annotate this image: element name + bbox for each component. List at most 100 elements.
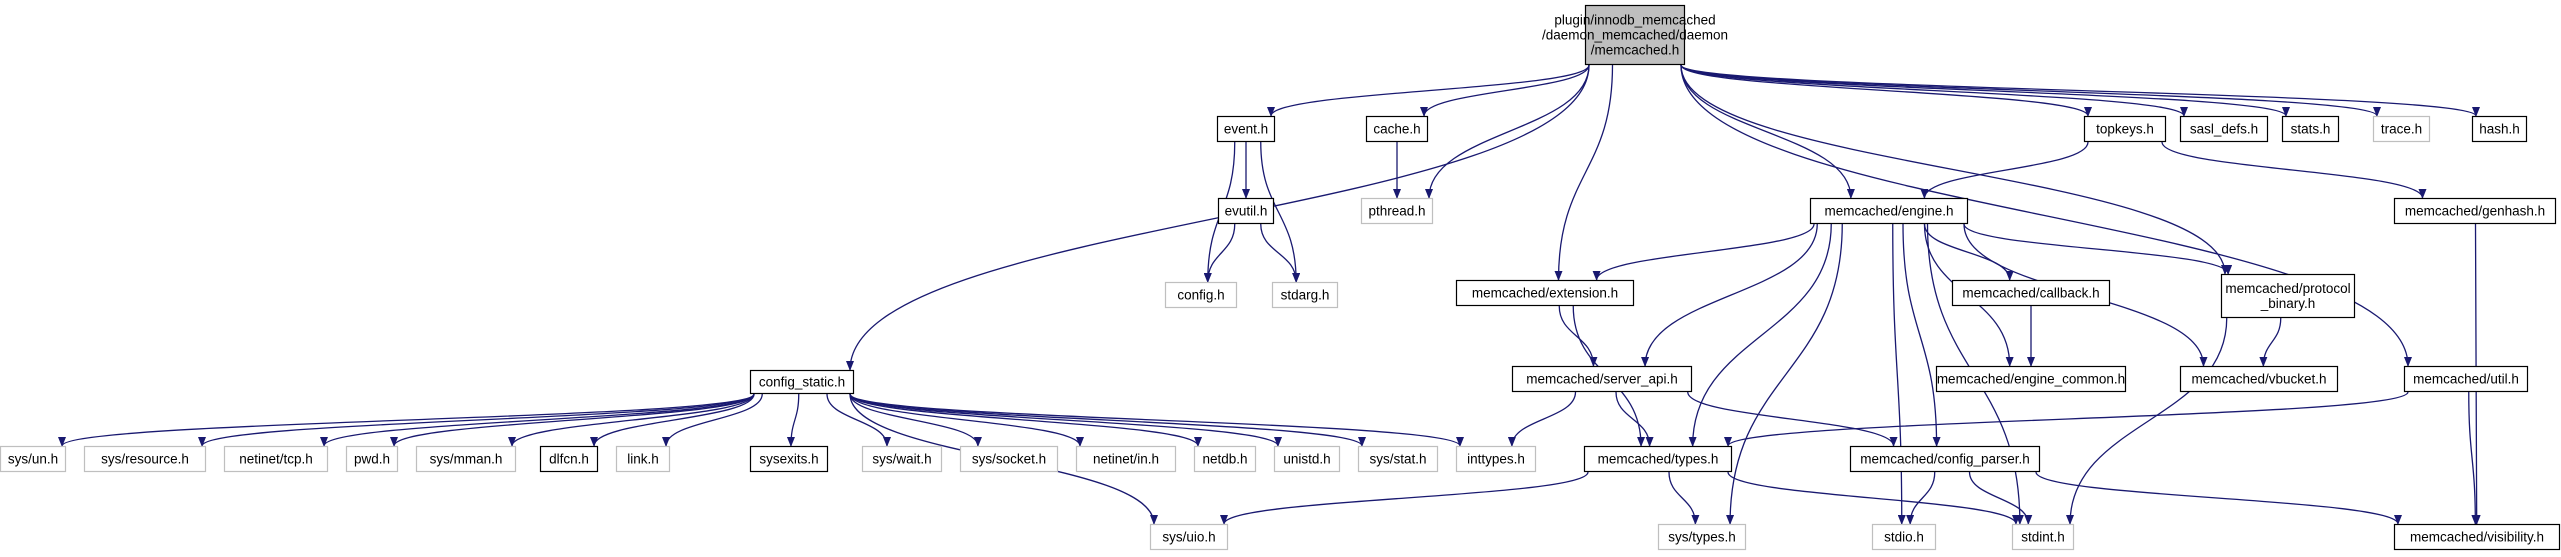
node-box <box>539 445 599 473</box>
node-sys-socket: sys/socket.h <box>959 445 1059 473</box>
node-box <box>1271 281 1339 309</box>
node-topkeys[interactable]: topkeys.h <box>2083 115 2167 143</box>
node-box <box>1273 445 1341 473</box>
node-box <box>1951 279 2111 307</box>
node-box <box>83 445 207 473</box>
node-box <box>1216 115 1276 143</box>
edge-topkeys-to-genhash <box>2161 141 2427 199</box>
edge-types-to-sys_types <box>1668 471 1700 525</box>
node-label: sys/mman.h <box>430 452 503 467</box>
node-label: /daemon_memcached/daemon <box>1542 28 1728 43</box>
node-label: plugin/innodb_memcached <box>1554 13 1715 28</box>
node-util[interactable]: memcached/util.h <box>2403 365 2529 393</box>
node-box <box>2393 197 2557 225</box>
node-label: sys/wait.h <box>872 452 931 467</box>
node-label: pthread.h <box>1368 204 1425 219</box>
edge-engine-to-stdio <box>1892 223 1906 525</box>
node-root: plugin/innodb_memcached/daemon_memcached… <box>1542 4 1728 66</box>
node-box <box>223 445 329 473</box>
node-extension[interactable]: memcached/extension.h <box>1455 279 1635 307</box>
node-label: memcached/genhash.h <box>2405 204 2545 219</box>
edge-root-to-engine <box>1680 64 1855 199</box>
edge-root-to-event <box>1267 64 1590 117</box>
node-box <box>1455 279 1635 307</box>
edge-engine-to-protocol <box>1963 223 2233 275</box>
node-dlfcn[interactable]: dlfcn.h <box>539 445 599 473</box>
edge-engine-to-types <box>1688 223 1832 447</box>
node-label: stdint.h <box>2021 530 2065 545</box>
node-genhash[interactable]: memcached/genhash.h <box>2393 197 2557 225</box>
edge-config_static-to-inttypes <box>849 393 1464 447</box>
node-box <box>1511 365 1693 393</box>
node-sysexits[interactable]: sysexits.h <box>749 445 829 473</box>
node-link: link.h <box>615 445 671 473</box>
node-types[interactable]: memcached/types.h <box>1583 445 1733 473</box>
edge-root-to-util <box>1680 64 2412 367</box>
edge-config_parser-to-visibility <box>2035 471 2402 525</box>
edge-root-to-hash <box>1680 64 2480 117</box>
node-label: hash.h <box>2479 122 2520 137</box>
node-label: sys/un.h <box>8 452 58 467</box>
node-sasl[interactable]: sasl_defs.h <box>2179 115 2269 143</box>
node-box <box>2372 115 2431 143</box>
node-label: sys/stat.h <box>1369 452 1426 467</box>
node-box <box>1935 365 2127 393</box>
node-pwd: pwd.h <box>345 445 399 473</box>
edge-util-to-types <box>1724 391 2409 447</box>
node-box <box>1075 445 1177 473</box>
node-label: sasl_defs.h <box>2190 122 2258 137</box>
node-box <box>1455 445 1537 473</box>
edge-config_parser-to-stdint <box>1968 471 2033 525</box>
edge-types-to-stdint <box>1727 471 2020 525</box>
edge-evutil-to-config <box>1203 223 1236 283</box>
edge-engine-to-server_api <box>1641 223 1818 367</box>
node-callback[interactable]: memcached/callback.h <box>1951 279 2111 307</box>
node-sys-wait: sys/wait.h <box>861 445 943 473</box>
node-sys-stat: sys/stat.h <box>1357 445 1439 473</box>
node-box <box>1583 445 1733 473</box>
node-hash[interactable]: hash.h <box>2471 115 2528 143</box>
node-config-static[interactable]: config_static.h <box>749 369 855 395</box>
node-label: dlfcn.h <box>549 452 589 467</box>
node-box <box>1657 523 1747 551</box>
edge-config_static-to-netdb <box>849 393 1202 447</box>
node-netdb: netdb.h <box>1193 445 1257 473</box>
edge-engine-to-sys_types <box>1726 223 1843 525</box>
node-label: evutil.h <box>1225 204 1268 219</box>
edge-event-to-stdarg <box>1260 141 1301 283</box>
node-box <box>1149 523 1229 551</box>
node-evutil[interactable]: evutil.h <box>1217 197 1275 225</box>
node-config-parser[interactable]: memcached/config_parser.h <box>1849 445 2041 473</box>
node-box <box>2471 115 2528 143</box>
node-vbucket[interactable]: memcached/vbucket.h <box>2179 365 2339 393</box>
node-server-api[interactable]: memcached/server_api.h <box>1511 365 1693 393</box>
node-engine-common[interactable]: memcached/engine_common.h <box>1935 365 2127 393</box>
edge-config_static-to-sys_mman <box>508 393 755 447</box>
node-box <box>749 369 855 395</box>
edge-server_api-to-types <box>1615 391 1654 447</box>
node-stats[interactable]: stats.h <box>2281 115 2340 143</box>
nodes-layer: plugin/innodb_memcached/daemon_memcached… <box>0 4 2561 551</box>
node-event[interactable]: event.h <box>1216 115 1276 143</box>
node-label: pwd.h <box>354 452 390 467</box>
node-box <box>1217 197 1275 225</box>
node-sys-un: sys/un.h <box>0 445 67 473</box>
node-label: memcached/vbucket.h <box>2191 372 2326 387</box>
edge-server_api-to-inttypes <box>1507 391 1577 447</box>
node-protocol[interactable]: memcached/protocol_binary.h <box>2220 273 2356 319</box>
node-cache[interactable]: cache.h <box>1365 115 1429 143</box>
node-box <box>1193 445 1257 473</box>
node-box <box>1357 445 1439 473</box>
edge-config_static-to-sys_un <box>58 393 755 447</box>
edge-root-to-trace <box>1680 64 2381 117</box>
node-engine[interactable]: memcached/engine.h <box>1809 197 1969 225</box>
node-visibility[interactable]: memcached/visibility.h <box>2393 523 2561 551</box>
node-label: memcached/util.h <box>2413 372 2519 387</box>
node-label: stdio.h <box>1884 530 1924 545</box>
node-label: link.h <box>627 452 659 467</box>
edge-config_parser-to-stdio <box>1906 471 1936 525</box>
node-label: netdb.h <box>1202 452 1247 467</box>
edge-config_static-to-pwd <box>390 393 755 447</box>
edge-config_static-to-netinet_tcp <box>320 393 755 447</box>
